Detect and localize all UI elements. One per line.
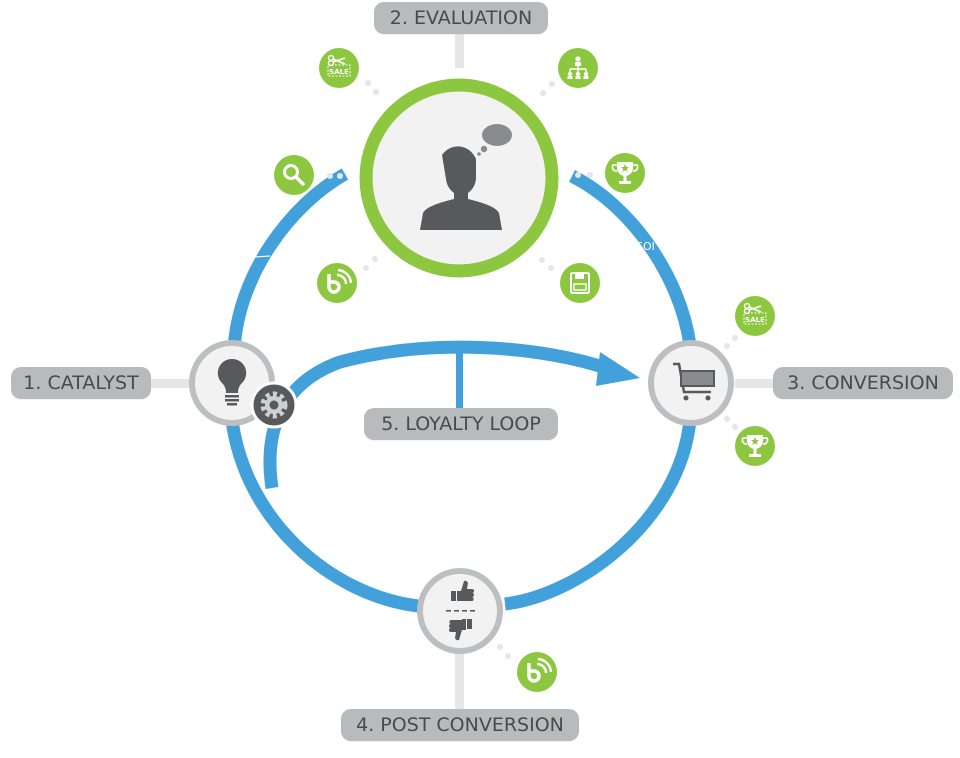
stage-label-conversion[interactable]: 3. CONVERSION bbox=[773, 367, 953, 399]
sale-coupon-icon[interactable] bbox=[734, 295, 776, 337]
stage-label-evaluation[interactable]: 2. EVALUATION bbox=[374, 2, 548, 34]
thinking-person-icon bbox=[420, 124, 512, 230]
cropped-fragment: SOI bbox=[636, 240, 655, 253]
loyalty-loop-arrowhead bbox=[596, 352, 640, 386]
stage-label-post-conversion[interactable]: 4. POST CONVERSION bbox=[341, 709, 579, 741]
cycle-segment-post-catalyst bbox=[225, 419, 419, 613]
org-chart-icon[interactable] bbox=[558, 48, 598, 88]
thumbs-up-down-icon bbox=[446, 580, 475, 641]
blog-feed-icon[interactable] bbox=[315, 261, 359, 305]
stage-label-catalyst[interactable]: 1. CATALYST bbox=[11, 367, 151, 399]
stage-label-loyalty-loop[interactable]: 5. LOYALTY LOOP bbox=[364, 408, 558, 440]
trophy-icon[interactable] bbox=[734, 425, 776, 467]
shopping-cart-icon bbox=[673, 362, 715, 401]
gear-icon bbox=[250, 381, 298, 429]
sale-coupon-icon[interactable] bbox=[318, 47, 360, 89]
trophy-icon[interactable] bbox=[604, 152, 646, 194]
cycle-segment-conversion-post bbox=[504, 419, 697, 611]
dotted-leaders bbox=[327, 80, 738, 659]
search-icon[interactable] bbox=[274, 155, 314, 195]
evaluation-connector bbox=[455, 34, 464, 68]
post-conversion-node[interactable] bbox=[417, 568, 503, 654]
conversion-node[interactable] bbox=[648, 340, 734, 426]
catalyst-connector bbox=[148, 379, 190, 388]
cycle-segment-evaluation-conversion bbox=[569, 170, 697, 346]
conversion-connector bbox=[735, 379, 777, 388]
lightbulb-icon bbox=[217, 358, 247, 406]
save-disk-icon[interactable] bbox=[560, 263, 600, 303]
blog-feed-icon[interactable] bbox=[515, 650, 559, 694]
loyalty-loop-connector bbox=[456, 352, 463, 412]
post-conversion-connector bbox=[455, 652, 464, 712]
evaluation-node[interactable] bbox=[359, 78, 559, 278]
catalyst-node[interactable] bbox=[189, 340, 298, 429]
cycle-segment-catalyst-evaluation bbox=[227, 168, 349, 351]
